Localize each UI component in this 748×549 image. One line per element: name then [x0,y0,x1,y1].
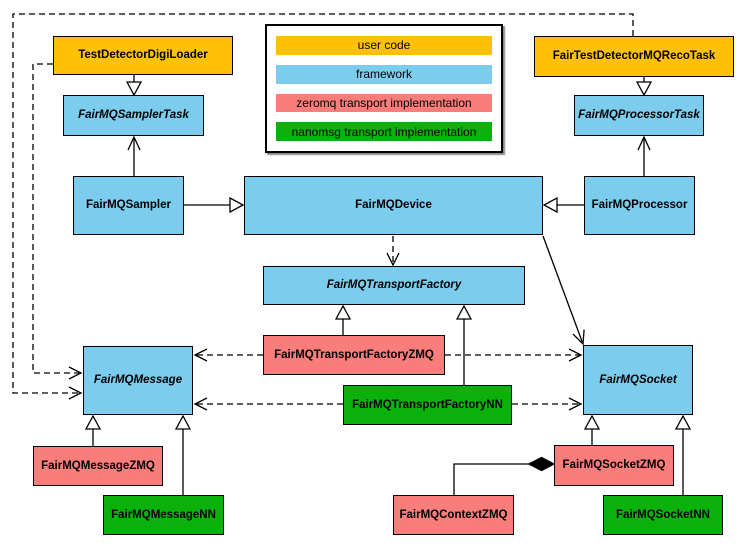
edge-processor-to-processortask [637,135,651,176]
class-box-fairmqmessagezmq: FairMQMessageZMQ [33,446,163,486]
edge-sampler-to-samplertask [127,135,141,176]
class-box-testdetectordigiloader: TestDetectorDigiLoader [53,36,233,75]
class-box-fairmqprocessortask: FairMQProcessorTask [574,95,704,136]
class-box-fairmqsocketnn: FairMQSocketNN [603,495,723,535]
class-box-fairmqtransportfactorynn: FairMQTransportFactoryNN [343,385,512,425]
class-box-fairmqmessagenn: FairMQMessageNN [103,495,224,535]
edge-socketzmq-extends-socket [583,414,601,445]
edge-tfzmq-creates-socket [445,348,583,362]
edge-digiloader-uses-message [32,63,83,380]
legend-item-framework: framework [276,64,492,84]
class-box-fairmqsocket: FairMQSocket [583,345,693,415]
class-box-fairmqtransportfactoryzmq: FairMQTransportFactoryZMQ [263,335,445,375]
edge-sampler-extends-device [184,196,245,214]
edge-recotask-extends-processortask [635,77,653,97]
edge-socketnn-extends-socket [674,414,692,495]
edge-socketzmq-aggregates-contextzmq [453,456,556,495]
edge-tfnn-creates-message [193,397,343,411]
class-box-fairmqdevice: FairMQDevice [244,176,543,235]
edge-digiloader-extends-samplertask [125,75,143,97]
legend-item-user-code: user code [276,36,492,55]
class-box-fairmqcontextzmq: FairMQContextZMQ [393,495,514,535]
legend-item-nanomsg: nanomsg transport implementation [276,122,492,141]
edge-device-uses-transportfactory [386,236,400,267]
edge-messagenn-extends-message [174,414,192,495]
edge-recotask-uses-message [12,13,634,400]
edge-messagezmq-extends-message [84,414,102,446]
class-box-fairmqsocketzmq: FairMQSocketZMQ [554,445,674,486]
edge-device-to-socket [542,235,585,346]
edge-processor-extends-device [542,196,584,214]
edge-tfzmq-extends-transportfactory [334,304,352,335]
class-box-fairmqmessage: FairMQMessage [83,346,193,415]
class-box-fairmqsampler: FairMQSampler [73,176,184,235]
edge-tfzmq-creates-message [193,348,263,362]
legend: user code framework zeromq transport imp… [265,24,503,153]
legend-item-zeromq: zeromq transport implementation [276,93,492,113]
edge-tfnn-creates-socket [512,397,583,411]
class-box-fairmqtransportfactory: FairMQTransportFactory [263,266,525,305]
class-box-fairmqprocessor: FairMQProcessor [584,176,695,235]
edge-tfnn-extends-transportfactory [455,304,473,385]
class-box-fairtestdetectormqrecotask: FairTestDetectorMQRecoTask [534,36,734,77]
class-box-fairmqsamplertask: FairMQSamplerTask [63,95,204,136]
